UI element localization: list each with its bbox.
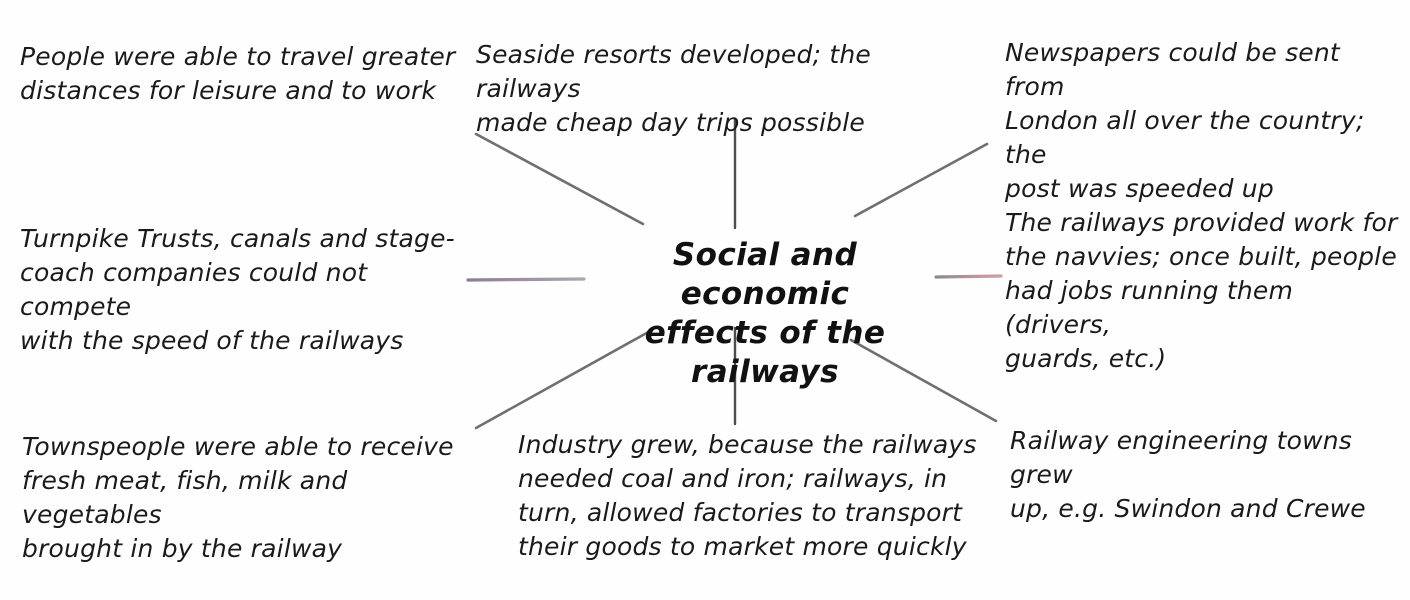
branch-note-top-center: Seaside resorts developed; the railways … bbox=[476, 40, 871, 137]
branch-note-bottom-left: Townspeople were able to receive fresh m… bbox=[22, 432, 454, 563]
branch-note-top-right: Newspapers could be sent from London all… bbox=[1005, 38, 1365, 203]
connector-middle-right bbox=[934, 274, 1003, 279]
center-node: Social and economic effects of the railw… bbox=[644, 237, 886, 390]
branch-note-bottom-right: Railway engineering towns grew up, e.g. … bbox=[1010, 426, 1366, 523]
connector-top-right bbox=[853, 142, 989, 218]
branch-note-middle-right: The railways provided work for the navvi… bbox=[1005, 208, 1398, 373]
branch-note-middle-left: Turnpike Trusts, canals and stage- coach… bbox=[20, 224, 455, 355]
connector-middle-left bbox=[466, 277, 586, 282]
connector-top-left bbox=[474, 132, 645, 226]
branch-note-bottom-center: Industry grew, because the railways need… bbox=[518, 430, 977, 561]
branch-note-top-left: People were able to travel greater dista… bbox=[20, 42, 456, 105]
